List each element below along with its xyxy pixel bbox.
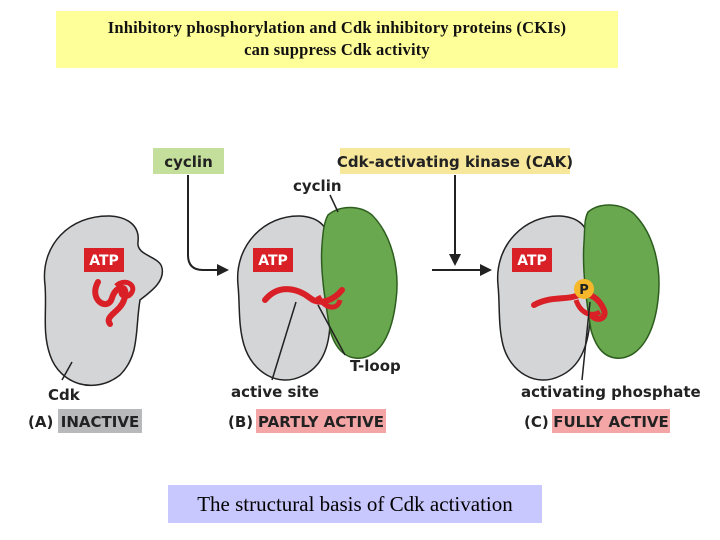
cyclin-box bbox=[153, 148, 224, 174]
caption-box: The structural basis of Cdk activation bbox=[168, 485, 542, 523]
title-line-2: can suppress Cdk activity bbox=[244, 40, 430, 59]
tloop-b bbox=[262, 286, 345, 305]
tloop-c bbox=[531, 291, 608, 322]
active-site-label: active site bbox=[231, 383, 319, 401]
phosphate-group bbox=[574, 279, 594, 299]
tloop-b-end bbox=[315, 294, 343, 310]
cak-box bbox=[340, 148, 570, 174]
activating-phosphate-label: activating phosphate bbox=[521, 383, 701, 401]
cdk-label: Cdk bbox=[48, 386, 81, 404]
cak-box-label: Cdk-activating kinase (CAK) bbox=[337, 153, 573, 171]
atp-a-label: ATP bbox=[89, 253, 119, 269]
active-site-leader-line bbox=[271, 301, 297, 381]
atp-b-label: ATP bbox=[258, 253, 288, 269]
cyclin-box-label: cyclin bbox=[164, 153, 213, 171]
cdk-shape-a bbox=[43, 215, 164, 387]
inactive-badge bbox=[58, 409, 142, 433]
inactive-badge-label: INACTIVE bbox=[61, 413, 139, 431]
panel-a-letter: (A) bbox=[28, 413, 53, 431]
cdk-leader-line bbox=[61, 361, 73, 381]
activating-phosphate-leader-line bbox=[581, 301, 591, 381]
cyclin-leader-line bbox=[329, 194, 339, 213]
cak-arrowhead-down bbox=[449, 254, 461, 266]
tloop-a-knot bbox=[114, 279, 136, 299]
tloop-a bbox=[92, 279, 129, 327]
atp-b bbox=[253, 248, 293, 272]
title-box: Inhibitory phosphorylation and Cdk inhib… bbox=[56, 11, 618, 68]
cyclin-shape-b bbox=[320, 206, 398, 359]
cyclin-label: cyclin bbox=[293, 177, 342, 195]
caption-text: The structural basis of Cdk activation bbox=[197, 492, 513, 516]
partly-active-badge-label: PARTLY ACTIVE bbox=[258, 413, 384, 431]
atp-c bbox=[512, 248, 552, 272]
phosphate-label: P bbox=[579, 283, 589, 298]
fully-active-badge bbox=[552, 409, 670, 433]
cak-arrowhead-right bbox=[480, 264, 492, 276]
cyclin-shape-c bbox=[582, 204, 660, 359]
tloop-c-end bbox=[573, 299, 602, 317]
fully-active-badge-label: FULLY ACTIVE bbox=[553, 413, 669, 431]
cyclin-arrowhead bbox=[217, 264, 229, 276]
title-line-1: Inhibitory phosphorylation and Cdk inhib… bbox=[107, 18, 567, 37]
panel-b-letter: (B) bbox=[228, 413, 253, 431]
tloop-label: T-loop bbox=[350, 357, 401, 375]
atp-c-label: ATP bbox=[517, 253, 547, 269]
partly-active-badge bbox=[256, 409, 386, 433]
atp-a bbox=[84, 248, 124, 272]
cyclin-arrow bbox=[187, 175, 220, 271]
cdk-shape-b bbox=[237, 215, 331, 381]
tloop-leader-line bbox=[317, 304, 346, 356]
panel-c-letter: (C) bbox=[524, 413, 549, 431]
